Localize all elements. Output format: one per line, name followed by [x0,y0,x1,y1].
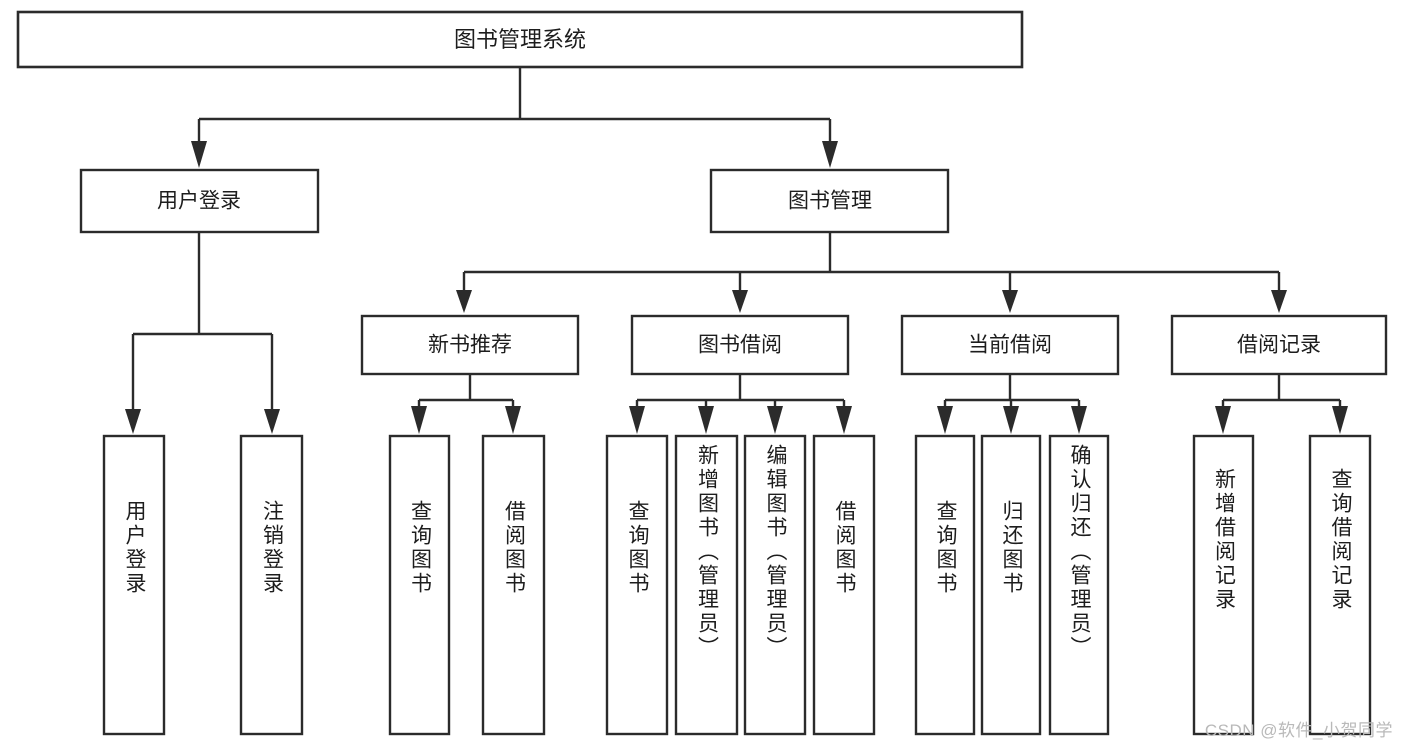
leaf-box-edit-book[interactable] [743,434,807,736]
arrow-head-book-manage [822,141,838,168]
leaf-boxes-borrow-record [1192,434,1372,736]
arrow-head-query-record [1332,406,1348,434]
node-book-manage[interactable]: 图书管理 [709,168,950,234]
arrow-head-query-book-2 [629,406,645,434]
connector-root-to-level2 [191,67,838,168]
leaf-box-add-book[interactable] [674,434,739,736]
arrow-head-return-book [1003,406,1019,434]
book-borrow-box-label: 图书借阅 [698,334,782,357]
current-borrow-box-label: 当前借阅 [968,334,1052,357]
node-borrow-record[interactable]: 借阅记录 [1170,314,1388,376]
arrow-head-query-book-3 [937,406,953,434]
connector-current-borrow-to-leaves [937,374,1087,434]
book-manage-box-label: 图书管理 [788,190,872,213]
leaf-boxes-user-login [102,434,304,736]
user-login-box-label: 用户登录 [157,190,241,213]
current-borrow-box-shape [900,314,1120,376]
node-user-login[interactable]: 用户登录 [79,168,320,234]
connector-new-book-to-leaves [411,374,521,434]
leaf-box-user-login[interactable] [102,434,166,736]
root-box-label: 图书管理系统 [454,27,586,52]
arrow-head-edit-book [767,406,783,434]
borrow-record-box-shape [1170,314,1388,376]
connector-book-manage-to-level3 [456,232,1287,313]
arrow-head-query-book-1 [411,406,427,434]
leaf-box-logout-login[interactable] [239,434,304,736]
new-book-recommend-box-label: 新书推荐 [428,334,512,357]
book-borrow-box-shape [630,314,850,376]
arrow-head-add-record [1215,406,1231,434]
node-book-borrow[interactable]: 图书借阅 [630,314,850,376]
leaf-box-borrow-book-1[interactable] [481,434,546,736]
arrow-head-book-borrow [732,290,748,313]
connector-user-login-to-leaves [125,232,280,434]
arrow-head-borrow-book-1 [505,406,521,434]
borrow-record-box-label: 借阅记录 [1237,334,1321,357]
leaf-box-query-record[interactable] [1308,434,1372,736]
node-root[interactable]: 图书管理系统 [16,10,1024,69]
arrow-head-add-book [698,406,714,434]
node-new-book-recommend[interactable]: 新书推荐 [360,314,580,376]
connector-borrow-record-to-leaves [1215,374,1348,434]
leaf-boxes-book-borrow [605,434,876,736]
connector-book-borrow-to-leaves [629,374,852,434]
leaf-box-query-book-2[interactable] [605,434,669,736]
arrow-head-new-book-recommend [456,290,472,313]
leaf-box-query-book-3[interactable] [914,434,976,736]
leaf-box-return-book[interactable] [980,434,1042,736]
leaf-boxes-current-borrow [914,434,1110,736]
arrow-head-user-login [191,141,207,168]
leaf-box-query-book-1[interactable] [388,434,451,736]
arrow-head-leaf-logout [264,409,280,434]
leaf-box-borrow-book-2[interactable] [812,434,876,736]
arrow-head-confirm-return [1071,406,1087,434]
arrow-head-borrow-book-2 [836,406,852,434]
leaf-box-confirm-return[interactable] [1048,434,1110,736]
leaf-box-add-record[interactable] [1192,434,1255,736]
arrow-head-borrow-record [1271,290,1287,313]
root-box-shape [16,10,1024,69]
leaf-boxes-new-book-recommend [388,434,546,736]
arrow-head-current-borrow [1002,290,1018,313]
node-current-borrow[interactable]: 当前借阅 [900,314,1120,376]
arrow-head-leaf-user-login [125,409,141,434]
book-manage-box-shape [709,168,950,234]
new-book-recommend-box-shape [360,314,580,376]
